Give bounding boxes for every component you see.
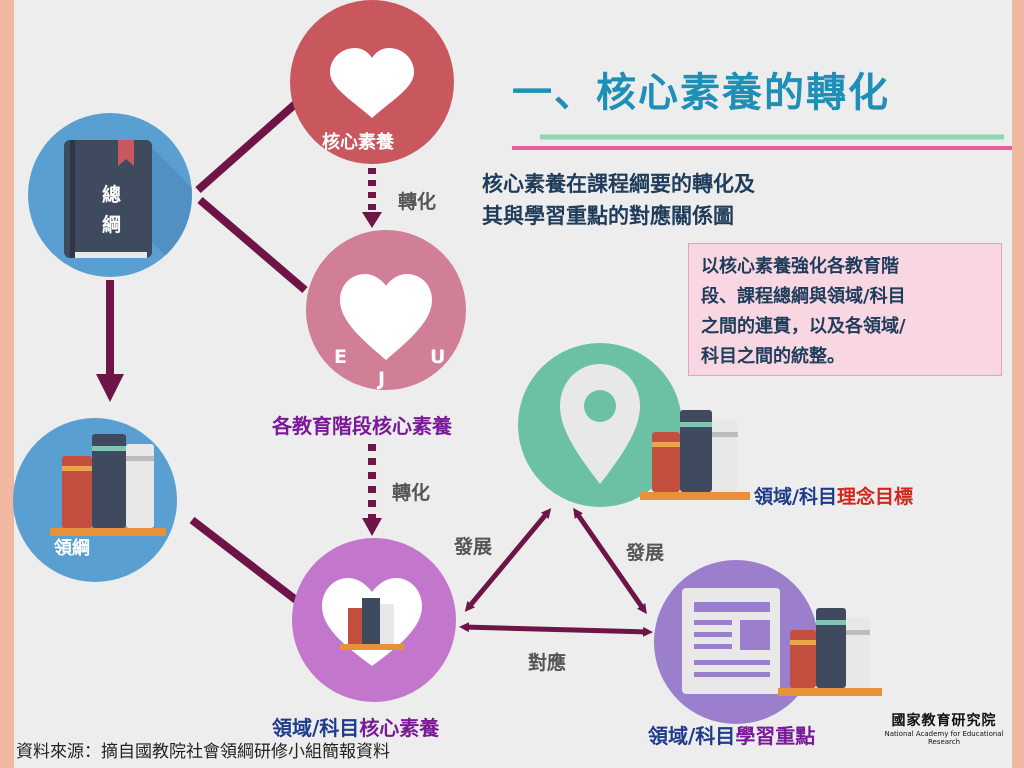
book-icon: [64, 140, 152, 258]
edge-label-develop-left: 發展: [454, 536, 493, 558]
page-title: 一、核心素養的轉化: [512, 70, 890, 116]
document-icon: [682, 588, 780, 694]
connector-general-core: [195, 95, 305, 193]
edge-label-transform-2: 轉化: [392, 482, 431, 504]
arrow-fieldcore-learning: [459, 622, 653, 637]
naer-logo-cn: 國家教育研究院: [891, 713, 997, 729]
field-label: 領綱: [54, 538, 90, 559]
learning-label-highlight: 學習重點: [735, 724, 816, 748]
heart-icon-stage: [340, 274, 432, 360]
stage-letter-e: E: [334, 346, 347, 368]
books-icon-fieldcore: [340, 598, 404, 650]
core-label: 核心素養: [322, 132, 394, 153]
note-box: 以核心素養強化各教育階 段、課程總綱與領域/科目 之間的連貫，以及各領域/ 科目…: [688, 243, 1002, 376]
bookmark-icon: [118, 140, 134, 166]
heart-icon: [330, 48, 414, 118]
connector-general-stage: [197, 196, 308, 294]
general-label-2: 綱: [102, 214, 122, 236]
left-border: [0, 0, 14, 768]
ideal-label-prefix: 領域/科目: [754, 486, 837, 508]
subtitle-line-1: 核心素養在課程綱要的轉化及: [482, 172, 755, 196]
diagram-subtitle: 核心素養在課程綱要的轉化及 其與學習重點的對應關係圖: [482, 168, 902, 232]
arrow-ideal-learning: [573, 507, 647, 615]
arrowhead-stage-fieldcore: [362, 518, 382, 536]
source-note: 資料來源：摘自國教院社會領綱研修小組簡報資料: [16, 742, 390, 762]
fieldcore-label: 領域/科目核心素養: [272, 712, 439, 741]
books-icon-ideal: [640, 410, 750, 500]
learning-label-prefix: 領域/科目: [648, 724, 736, 748]
naer-logo-en: National Academy for Educational Researc…: [884, 730, 1004, 746]
learning-label: 領域/科目學習重點: [648, 720, 815, 749]
edge-label-transform-1: 轉化: [398, 191, 437, 213]
stage-label: 各教育階段核心素養: [272, 414, 452, 438]
connector-field-fieldcore: [189, 516, 299, 604]
map-pin-icon: [560, 364, 640, 484]
note-line-4: 科目之間的統整。: [701, 346, 845, 367]
note-line-3: 之間的連貫，以及各領域/: [701, 316, 906, 337]
fieldcore-label-prefix: 領域/科目: [272, 716, 360, 740]
subtitle-line-2: 其與學習重點的對應關係圖: [482, 204, 734, 228]
ideal-label: 領域/科目理念目標: [754, 482, 913, 509]
ideal-label-highlight: 理念目標: [836, 486, 913, 508]
arrow-fieldcore-ideal: [464, 508, 552, 612]
books-icon-field: [50, 434, 166, 536]
edge-label-develop-right: 發展: [626, 542, 665, 564]
stage-letter-j: J: [378, 368, 386, 390]
general-label-1: 總: [102, 184, 122, 206]
books-icon-learning: [778, 608, 882, 696]
arrowhead-core-stage: [362, 212, 382, 228]
naer-logo: 國家教育研究院 National Academy for Educational…: [874, 710, 1014, 746]
note-line-1: 以核心素養強化各教育階: [701, 256, 899, 277]
stage-letter-u: U: [430, 346, 446, 368]
arrowhead-general-field: [96, 374, 124, 402]
right-border: [1012, 0, 1024, 768]
fieldcore-label-highlight: 核心素養: [359, 716, 440, 740]
edge-label-correspond: 對應: [528, 652, 567, 674]
note-line-2: 段、課程總綱與領域/科目: [701, 286, 906, 307]
